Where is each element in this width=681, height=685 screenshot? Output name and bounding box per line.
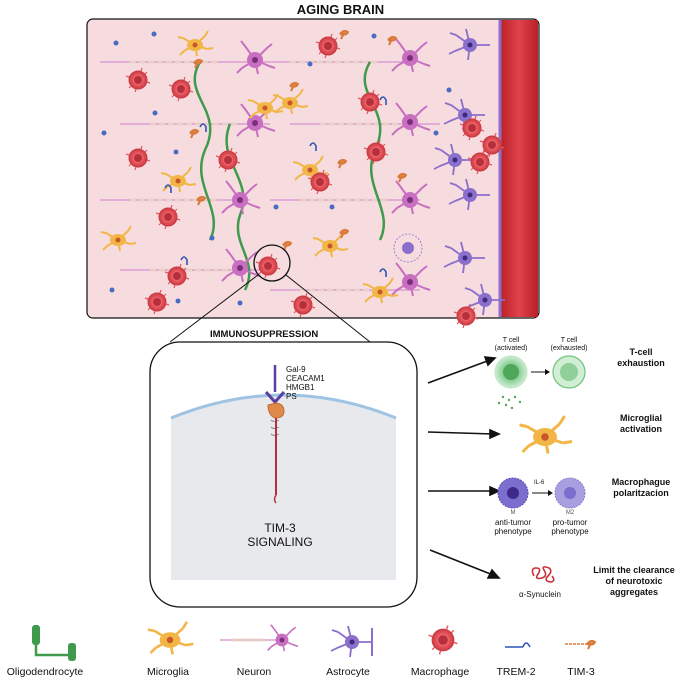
legend-tim3: TIM-3 bbox=[567, 666, 595, 678]
tcell-exhausted-label: T cell(exhausted) bbox=[550, 337, 588, 352]
legend-trem2: TREM-2 bbox=[496, 666, 536, 678]
page-title: AGING BRAIN bbox=[296, 2, 385, 17]
ligand-label: HMGB1 bbox=[286, 383, 315, 392]
legend-oligodendrocyte: Oligodendrocyte bbox=[6, 666, 84, 678]
tim3-signaling-label: TIM-3 SIGNALING bbox=[247, 521, 313, 549]
ligand-list: Gal-9 CEACAM1 HMGB1 PS bbox=[286, 365, 325, 401]
tcell-activated-label: T cell(activated) bbox=[494, 337, 528, 352]
legend-neuron: Neuron bbox=[236, 666, 272, 678]
il6-label: IL-6 bbox=[534, 480, 545, 486]
alpha-synuclein-label: α-Synuclein bbox=[519, 590, 561, 599]
ligand-label: Gal-9 bbox=[286, 365, 306, 374]
legend-microglia: Microglia bbox=[146, 666, 189, 678]
legend-macrophage: Macrophage bbox=[410, 666, 470, 678]
m2-label: M2 bbox=[565, 510, 575, 516]
immunosuppression-label: IMMUNOSUPPRESSION bbox=[210, 329, 319, 340]
aggregates-heading: Limit the clearance of neurotoxic aggreg… bbox=[593, 565, 675, 597]
ligand-label: CEACAM1 bbox=[286, 374, 325, 383]
ligand-label: PS bbox=[286, 392, 297, 401]
m1-label: M bbox=[510, 510, 516, 516]
legend-astrocyte: Astrocyte bbox=[326, 666, 370, 678]
